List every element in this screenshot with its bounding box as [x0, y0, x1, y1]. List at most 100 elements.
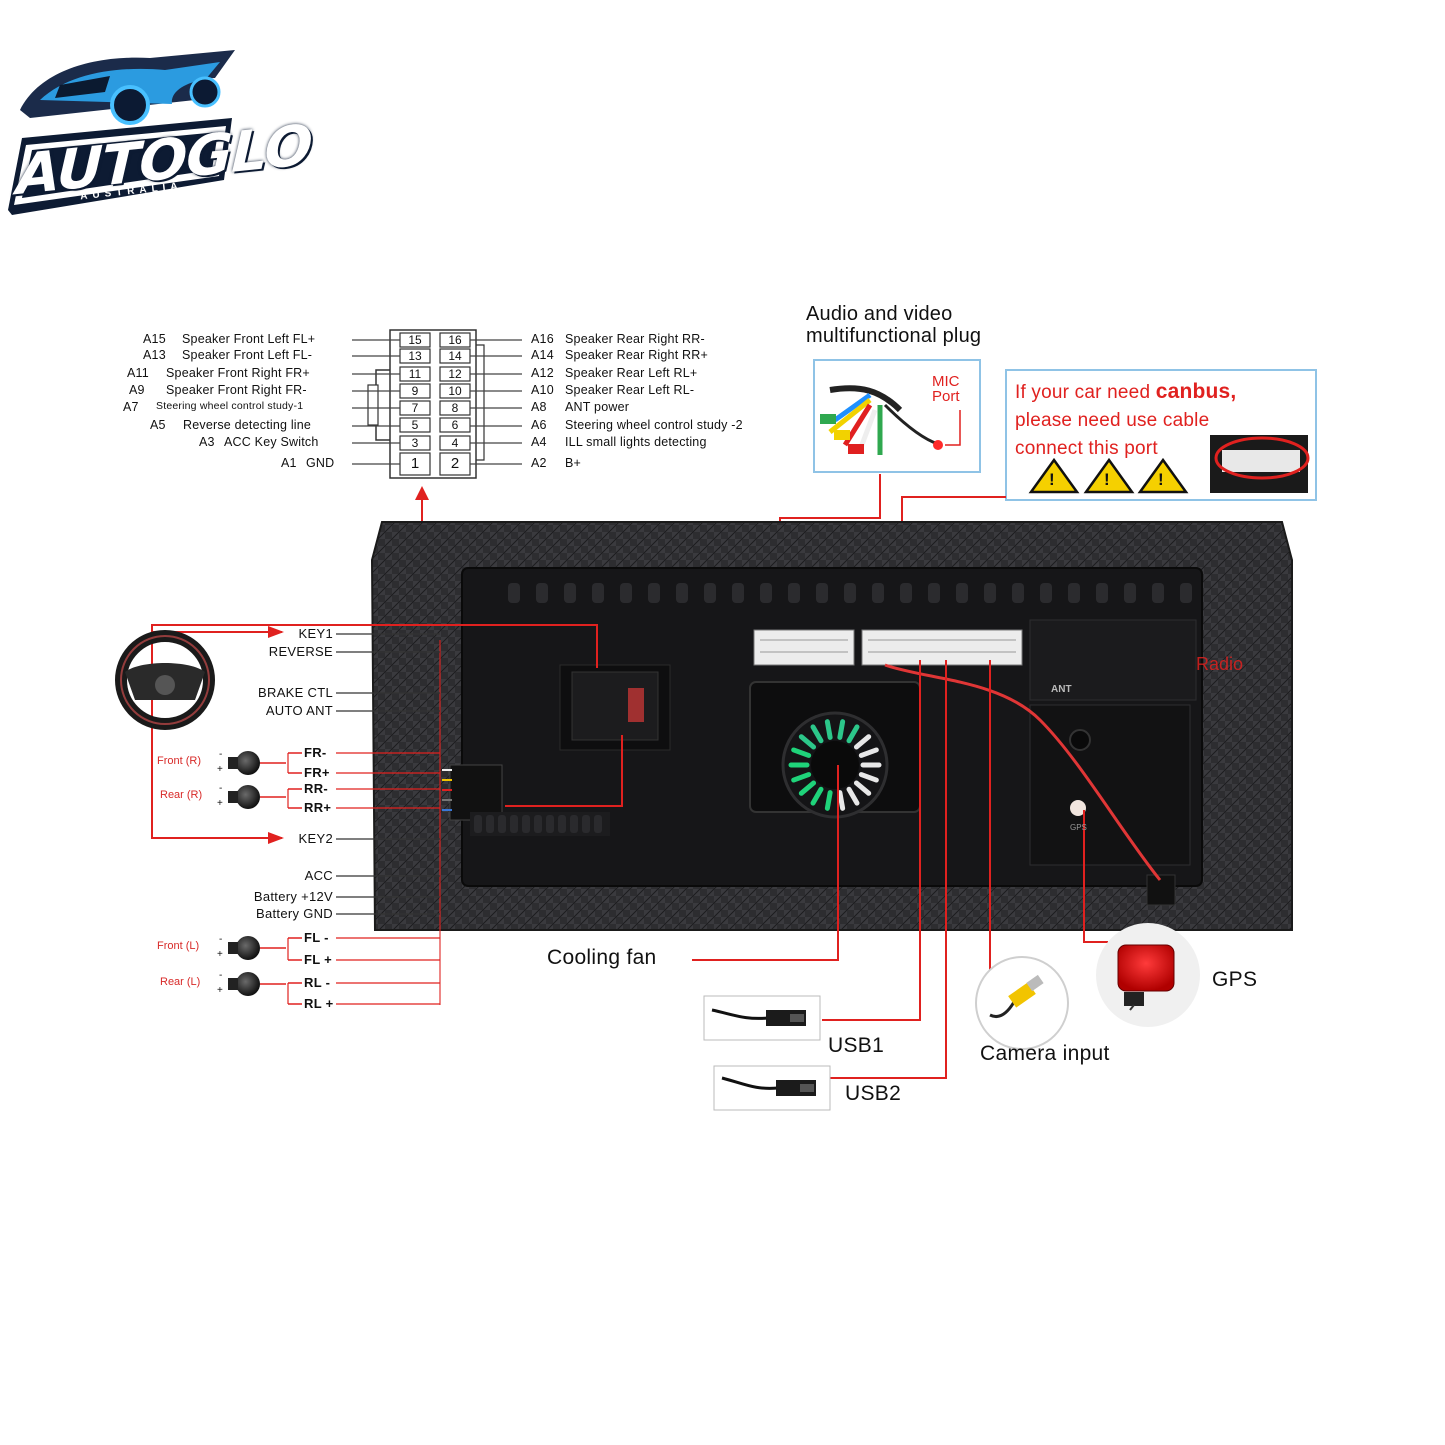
pin-number-right: 14 [448, 349, 462, 363]
gps-label: GPS [1212, 968, 1258, 991]
pin-code-right: A12 [531, 366, 554, 380]
pin-number-left: 11 [408, 367, 422, 381]
harness-acc: ACC [304, 868, 333, 883]
speaker-label-front-r: Front (R) [157, 755, 201, 767]
pin-desc-left: Speaker Front Left FL- [182, 348, 313, 362]
warning-icon: ! [1049, 470, 1055, 489]
pin-number-right: 4 [451, 436, 459, 450]
pin-desc-left: Steering wheel control study-1 [156, 400, 304, 412]
steering-wheel-icon [115, 630, 215, 730]
pin-code-right: A14 [531, 348, 554, 362]
speaker-label-front-l: Front (L) [157, 940, 200, 952]
pin-desc-right: B+ [565, 456, 582, 470]
gps-tiny-label: GPS [1070, 823, 1087, 832]
pin-desc-left: Speaker Front Right FR- [166, 383, 307, 397]
pin-connector-diagram [352, 329, 522, 625]
harness-rr-minus: RR- [304, 781, 329, 796]
ant-label: ANT [1051, 684, 1072, 695]
harness-fl-minus: FL - [304, 930, 329, 945]
speaker-plus-sign: + [217, 764, 223, 775]
canbus-line1: If your car need canbus, [1015, 378, 1236, 407]
speaker-minus-sign: - [219, 749, 223, 760]
usb2-cable-image [713, 1065, 831, 1111]
mic-label-line2: Port [932, 388, 960, 405]
camera-cable-image [975, 956, 1069, 1050]
usb1-cable-image [703, 995, 821, 1041]
pin-desc-left: Speaker Front Right FR+ [166, 366, 310, 380]
canbus-notice-box [1005, 369, 1317, 501]
speaker-plus-sign: + [217, 985, 223, 996]
harness-fr-plus: FR+ [304, 765, 330, 780]
pin-desc-right: ANT power [565, 400, 630, 414]
speaker-minus-sign: - [219, 970, 223, 981]
pin-code-left: A3 [199, 435, 215, 449]
radio-label: Radio [1196, 654, 1244, 674]
pin-number-right: 6 [451, 418, 459, 432]
harness-key1: KEY1 [298, 626, 333, 641]
speaker-minus-sign: - [219, 934, 223, 945]
pin-desc-left: Reverse detecting line [183, 418, 312, 432]
pin-desc-left: ACC Key Switch [224, 435, 319, 449]
harness-rl-plus: RL + [304, 996, 334, 1011]
pin-code-right: A4 [531, 435, 547, 449]
harness-rr-plus: RR+ [304, 800, 332, 815]
av-plug-title-line1: Audio and video [806, 303, 953, 325]
pin-number-right: 8 [451, 401, 459, 415]
autoglo-logo [8, 50, 235, 215]
pin-desc-right: Speaker Rear Left RL+ [565, 366, 698, 380]
av-plug-image [813, 359, 981, 473]
harness-fr-minus: FR- [304, 745, 327, 760]
pin-number-right: 10 [448, 384, 462, 398]
harness-fl-plus: FL + [304, 952, 333, 967]
canbus-notice-text: If your car need canbus, please need use… [1015, 378, 1236, 463]
canbus-line2: please need use cable [1015, 410, 1210, 431]
av-plug-title: Audio and video multifunctional plug [806, 303, 981, 347]
pin-number-right: 2 [450, 455, 460, 472]
pin-number-left: 9 [411, 384, 419, 398]
cooling-fan-label: Cooling fan [547, 946, 657, 969]
pin-desc-right: Speaker Rear Left RL- [565, 383, 695, 397]
head-unit-back-panel [370, 521, 1293, 1005]
pin-desc-right: Steering wheel control study -2 [565, 418, 743, 432]
pin-number-left: 3 [411, 436, 419, 450]
pin-code-left: A13 [143, 348, 166, 362]
pin-code-right: A16 [531, 332, 554, 346]
harness-battery-gnd: Battery GND [256, 906, 333, 921]
speaker-label-rear-l: Rear (L) [160, 976, 201, 988]
pin-number-left: 5 [411, 418, 419, 432]
gps-antenna-image [1096, 923, 1200, 1027]
pin-code-right: A6 [531, 418, 547, 432]
pin-desc-right: ILL small lights detecting [565, 435, 707, 449]
pin-number-left: 1 [410, 455, 420, 472]
mic-label-line1: MIC [932, 373, 960, 390]
camera-input-label: Camera input [980, 1042, 1110, 1065]
pin-desc-right: Speaker Rear Right RR+ [565, 348, 709, 362]
pin-code-left: A7 [123, 400, 139, 414]
pin-code-left: A9 [129, 383, 145, 397]
av-plug-title-line2: multifunctional plug [806, 325, 982, 347]
pin-code-right: A8 [531, 400, 547, 414]
harness-rl-minus: RL - [304, 975, 331, 990]
canbus-line1-prefix: If your car need [1015, 382, 1156, 403]
harness-battery-12v: Battery +12V [253, 889, 333, 904]
speaker-plus-sign: + [217, 949, 223, 960]
pin-number-right: 12 [448, 367, 462, 381]
pin-code-right: A2 [531, 456, 547, 470]
usb1-label: USB1 [828, 1034, 885, 1057]
speaker-minus-sign: - [219, 783, 223, 794]
pin-number-left: 13 [408, 349, 422, 363]
harness-reverse: REVERSE [268, 644, 333, 659]
pin-desc-left: GND [306, 456, 335, 470]
warning-icon: ! [1158, 470, 1164, 489]
pin-code-left: A1 [281, 456, 297, 470]
pin-code-left: A5 [150, 418, 166, 432]
speaker-plus-sign: + [217, 798, 223, 809]
pin-desc-left: Speaker Front Left FL+ [182, 332, 316, 346]
harness-key2: KEY2 [298, 831, 333, 846]
pin-code-right: A10 [531, 383, 554, 397]
harness-auto-ant: AUTO ANT [265, 703, 333, 718]
mic-port-label: MIC Port [932, 374, 960, 404]
speaker-label-rear-r: Rear (R) [160, 789, 203, 801]
pin-number-left: 7 [411, 401, 419, 415]
